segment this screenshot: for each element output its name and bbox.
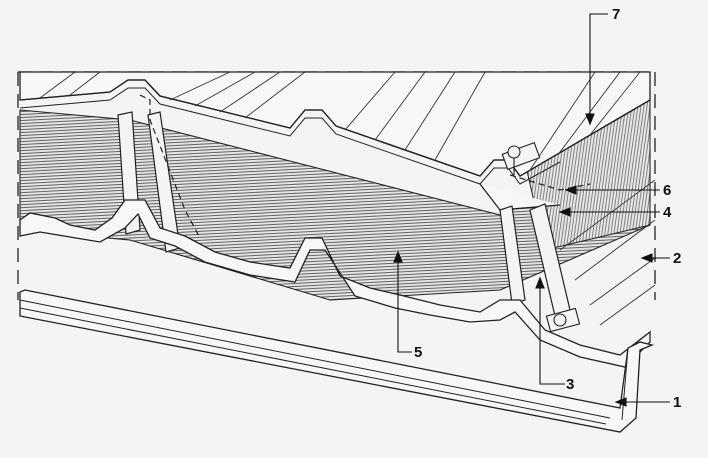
lower-profiled-sheet — [19, 179, 656, 368]
callout-label-4: 4 — [663, 204, 672, 221]
leader-lines — [393, 13, 670, 407]
purlin-rail — [19, 289, 655, 433]
callout-label-6: 6 — [663, 182, 672, 199]
callout-label-1: 1 — [673, 394, 682, 411]
spacer-bracket-right — [499, 174, 591, 317]
fastener-bottom — [545, 307, 581, 333]
callout-label-3: 3 — [566, 376, 575, 393]
fastener-top — [501, 141, 541, 175]
callout-label-5: 5 — [414, 344, 423, 361]
callout-label-7: 7 — [612, 6, 621, 23]
callout-label-2: 2 — [673, 250, 682, 267]
